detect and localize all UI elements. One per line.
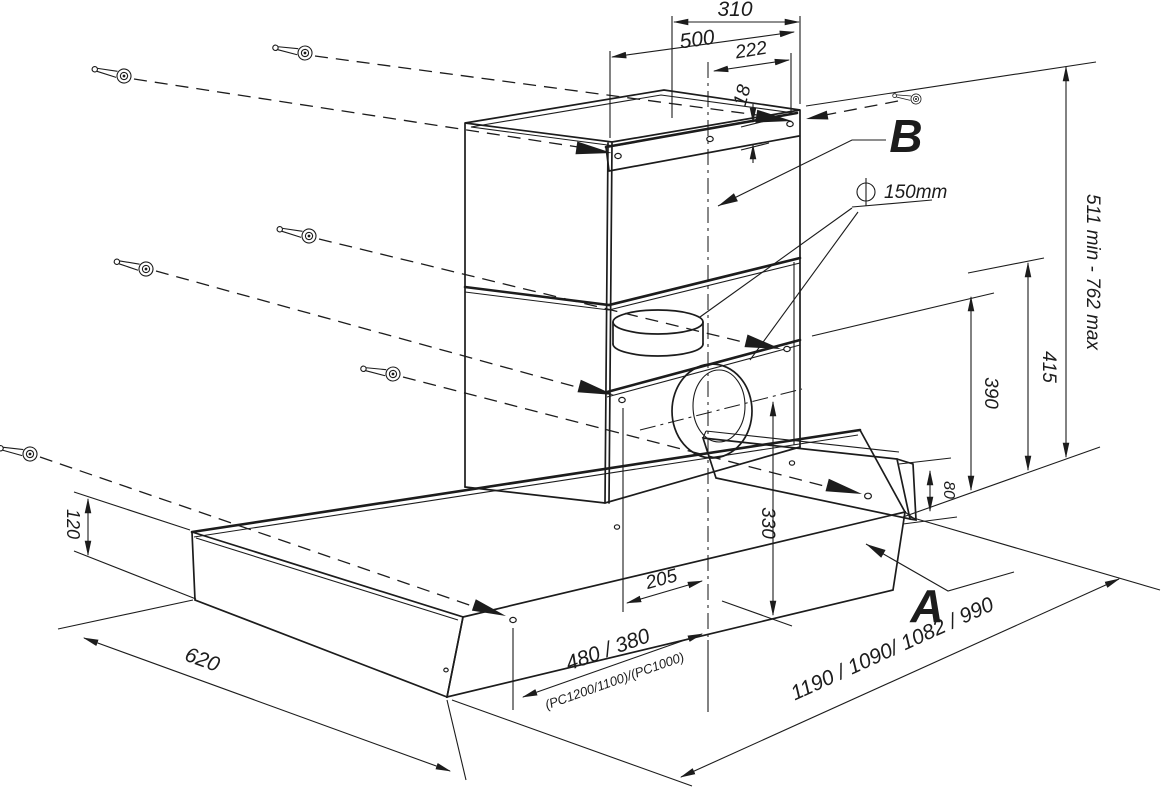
screw-holes [443, 120, 872, 673]
dim-120: 120 [63, 491, 197, 600]
dim-480-380: 480 / 380 (PC1200/1100)/(PC1000) [512, 624, 704, 712]
dim-620-label: 620 [182, 643, 223, 677]
callout-b: B [717, 110, 923, 207]
dim-500-label: 500 [678, 26, 716, 54]
dim-80-label: 80 [940, 481, 957, 499]
centerlines [639, 62, 803, 712]
lower-panel-top-inner [606, 344, 801, 398]
dim-overall-width: 1190 / 1090/ 1082 / 990 [451, 516, 1161, 787]
dim-205-label: 205 [643, 565, 680, 594]
dim-620: 620 [57, 599, 467, 781]
screw-icon [275, 221, 318, 245]
dim-overall-width-label: 1190 / 1090/ 1082 / 990 [787, 593, 997, 705]
screw-icon [112, 253, 156, 279]
wall-screws [0, 39, 923, 463]
dim-330-label: 330 [757, 507, 778, 539]
lower-panel-top-edge [605, 338, 802, 394]
position-arrows [471, 109, 862, 616]
canopy-left-face-rim [195, 537, 459, 621]
dim-222: 222 [712, 38, 792, 112]
dim-222-label: 222 [733, 38, 769, 64]
callout-a-label: A [909, 580, 943, 632]
screw-icon [359, 360, 402, 383]
canopy-right-top-edge [859, 429, 906, 513]
dim-415-label: 415 [1038, 351, 1059, 383]
callout-diameter-label: 150mm [884, 182, 947, 203]
dim-511-label: 511 min - 762 max [1082, 194, 1103, 351]
dim-330: 330 [721, 400, 793, 627]
rear-outlet [671, 363, 753, 459]
rear-upstand [701, 430, 917, 522]
dim-205: 205 [622, 408, 704, 612]
chimney-seam [463, 256, 802, 307]
dim-120-label: 120 [63, 509, 83, 539]
canopy-ridge [190, 428, 862, 534]
hood-body [190, 89, 917, 699]
screw-icon [271, 39, 314, 62]
canopy-ridge-inner [193, 434, 859, 538]
diameter-icon [856, 178, 876, 206]
dim-310-label: 310 [717, 0, 752, 21]
screw-icon [0, 440, 39, 463]
mounting-rail-bottom [605, 135, 800, 172]
dim-390: 390 [811, 292, 1101, 518]
screw-leader-lines [39, 55, 899, 608]
dim-415: 415 [967, 257, 1059, 472]
top-outlet-cylinder [612, 309, 704, 357]
dim-511-762: 511 min - 762 max [805, 61, 1103, 459]
outlet-centerline [639, 388, 803, 431]
dim-18-label: 18 [730, 82, 756, 108]
chimney-front-edge [604, 142, 613, 504]
dim-390-label: 390 [980, 377, 1001, 409]
callout-diameter: 150mm [699, 178, 947, 361]
chimney-base-edges [464, 446, 801, 504]
dim-500: 500 [609, 26, 796, 138]
dim-80: 80 [898, 457, 958, 525]
callout-b-label: B [889, 110, 922, 162]
callout-a: A [865, 543, 1015, 632]
screw-icon [90, 61, 133, 85]
